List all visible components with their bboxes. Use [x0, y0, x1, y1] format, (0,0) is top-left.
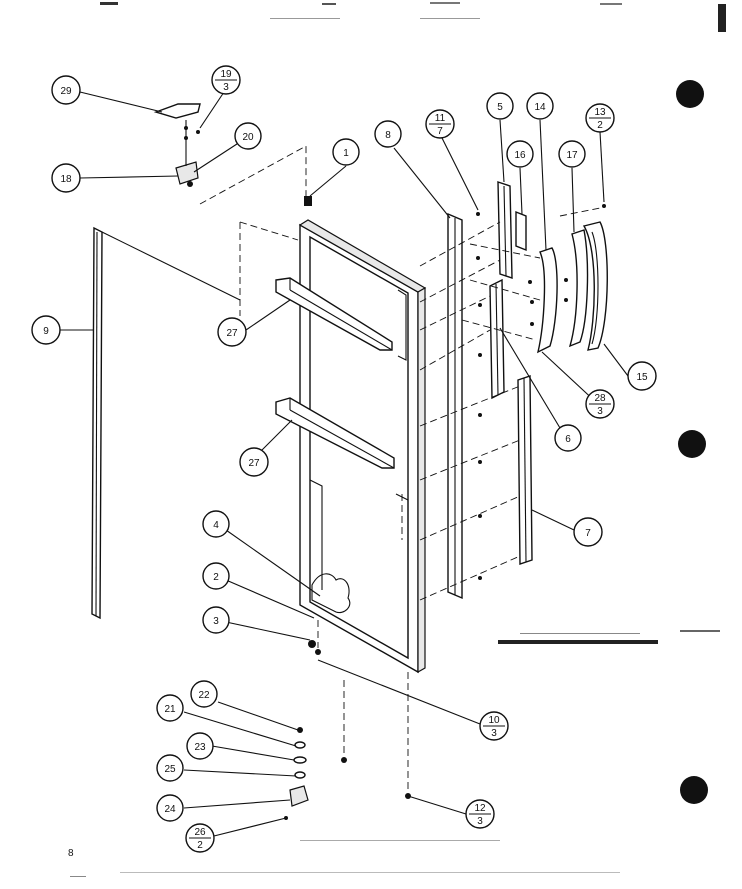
channel-7	[517, 375, 533, 565]
leader-lines	[60, 79, 629, 837]
callout-12-3: 12 3	[465, 799, 495, 829]
callout-11-7-top: 11	[435, 113, 446, 124]
callout-7-label: 7	[585, 528, 591, 539]
callout-17-label: 17	[566, 150, 578, 161]
handle-part-17	[568, 229, 589, 348]
handle-part-14	[536, 247, 558, 354]
shelf-rail-lower	[275, 397, 395, 469]
callout-12-3-bottom: 3	[477, 816, 483, 827]
callout-27-lower-label: 27	[248, 458, 260, 469]
callout-13-2-top: 13	[594, 107, 606, 118]
bracket-16	[515, 210, 527, 252]
scan-noise-top	[100, 2, 726, 32]
callout-18: 18	[51, 163, 81, 193]
callout-20-label: 20	[242, 132, 254, 143]
callout-20: 20	[234, 122, 262, 150]
side-trim-strip	[91, 226, 103, 620]
callout-5-label: 5	[497, 102, 503, 113]
callout-4: 4	[202, 510, 230, 538]
callout-8-label: 8	[385, 130, 391, 141]
callout-27-upper: 27	[217, 317, 247, 347]
callout-4-label: 4	[213, 520, 219, 531]
callout-22-label: 22	[198, 690, 210, 701]
handle-part-15	[582, 221, 608, 351]
callout-15-label: 15	[636, 372, 648, 383]
callout-15: 15	[627, 361, 657, 391]
callout-13-2-bottom: 2	[597, 120, 603, 131]
scan-noise-bottom	[70, 840, 620, 877]
callout-16: 16	[506, 140, 534, 168]
assembly-guide-lines	[199, 145, 601, 792]
callout-27-lower: 27	[239, 447, 269, 477]
callout-5: 5	[486, 92, 514, 120]
callout-3-label: 3	[213, 616, 219, 627]
callout-28-3-top: 28	[594, 393, 606, 404]
callout-13-2: 13 2	[585, 103, 615, 133]
scan-artifact-strip	[498, 630, 720, 644]
callout-17: 17	[558, 140, 586, 168]
callout-23: 23	[186, 732, 214, 760]
callout-26-2: 26 2	[185, 823, 215, 853]
callout-23-label: 23	[194, 742, 206, 753]
callout-25: 25	[156, 754, 184, 782]
callout-25-label: 25	[164, 764, 176, 775]
punch-hole-top	[676, 80, 704, 108]
callout-24-label: 24	[164, 804, 176, 815]
callout-10-3-bottom: 3	[491, 728, 497, 739]
callout-12-3-top: 12	[474, 803, 486, 814]
callout-27-upper-label: 27	[226, 328, 238, 339]
callout-2: 2	[202, 562, 230, 590]
callout-14: 14	[526, 92, 554, 120]
channel-6	[489, 278, 505, 400]
callout-29: 29	[51, 75, 81, 105]
callout-26-2-bottom: 2	[197, 840, 203, 851]
page-number: 8	[68, 848, 74, 859]
door-edge-strip	[447, 212, 482, 600]
callout-26-2-top: 26	[194, 827, 206, 838]
top-hinge-assembly	[153, 103, 312, 206]
callout-8: 8	[374, 120, 402, 148]
callout-10-3-top: 10	[488, 715, 500, 726]
callout-9-label: 9	[43, 326, 49, 337]
callout-1-label: 1	[343, 148, 349, 159]
callout-1: 1	[332, 138, 360, 166]
channel-5	[497, 181, 513, 279]
callout-18-label: 18	[60, 174, 72, 185]
callout-11-7-bottom: 7	[437, 126, 443, 137]
callout-11-7: 11 7	[425, 109, 455, 139]
callout-3: 3	[202, 606, 230, 634]
callout-9: 9	[31, 315, 61, 345]
handle-screws	[528, 204, 606, 326]
callout-21-label: 21	[164, 704, 176, 715]
callout-2-label: 2	[213, 572, 219, 583]
callout-28-3: 28 3	[585, 389, 615, 419]
callout-22: 22	[190, 680, 218, 708]
callout-6: 6	[554, 424, 582, 452]
callout-29-label: 29	[60, 86, 72, 97]
callout-19-3: 19 3	[211, 65, 241, 95]
callout-16-label: 16	[514, 150, 526, 161]
shelf-rail-upper	[275, 277, 393, 351]
callout-10-3: 10 3	[479, 711, 509, 741]
punch-hole-bottom	[680, 776, 708, 804]
callout-24: 24	[156, 794, 184, 822]
callout-19-3-bottom: 3	[223, 82, 229, 93]
callout-7: 7	[573, 517, 603, 547]
callout-14-label: 14	[534, 102, 546, 113]
punch-hole-middle	[678, 430, 706, 458]
bottom-hinge-stack	[284, 640, 411, 820]
callout-19-3-top: 19	[220, 69, 232, 80]
callout-6-label: 6	[565, 434, 571, 445]
callout-21: 21	[156, 694, 184, 722]
callout-28-3-bottom: 3	[597, 406, 603, 417]
